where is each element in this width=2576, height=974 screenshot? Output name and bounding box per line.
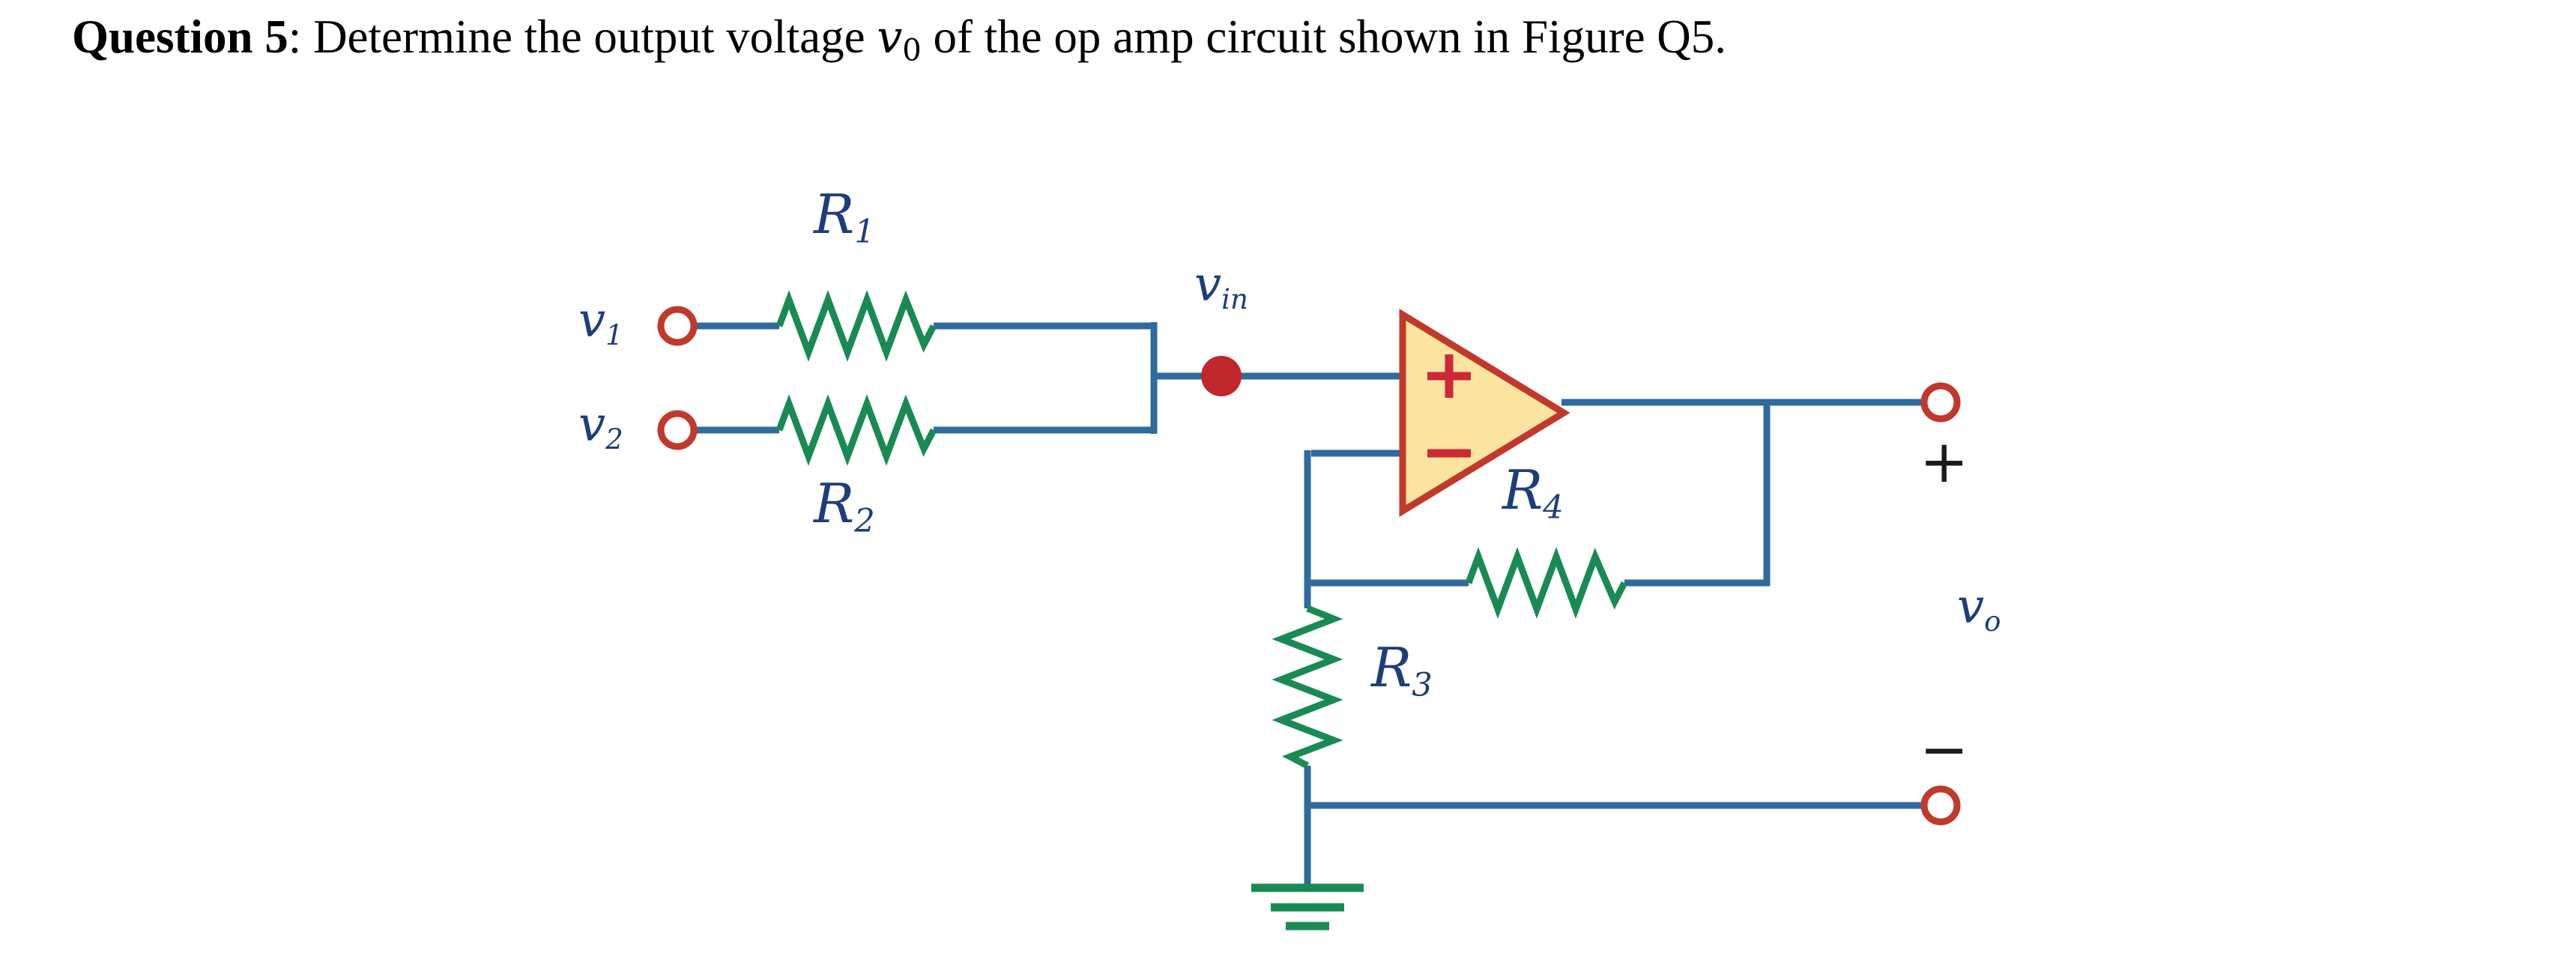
terminal-group (657, 306, 1961, 826)
resistor-R4-zigzag (1465, 547, 1627, 619)
resistor-R3-zigzag (1272, 605, 1343, 769)
output-polarity-plus: + (1920, 429, 1969, 496)
label-R4: R4 (1502, 463, 1564, 524)
output-polarity-minus: − (1920, 716, 1969, 784)
question-text-after-variable: of the op amp circuit shown in Figure Q5… (933, 10, 1727, 63)
opamp-plus-icon (1427, 354, 1471, 398)
label-R3: R3 (1371, 641, 1433, 702)
label-R1: R1 (814, 187, 875, 249)
label-v2-base: v (578, 397, 606, 453)
resistor-R2-zigzag (775, 394, 937, 466)
terminal-v2 (657, 410, 698, 450)
label-R4-subscript: 4 (1543, 488, 1564, 527)
question-separator: : (288, 10, 302, 63)
output-voltage-variable: v0 (877, 11, 922, 68)
resistor-group (775, 290, 1627, 769)
label-R4-base: R (1502, 459, 1544, 521)
label-R1-subscript: 1 (854, 213, 875, 251)
output-voltage-variable-base: v (877, 11, 903, 64)
label-R2: R2 (814, 477, 875, 538)
label-R2-subscript: 2 (854, 502, 875, 540)
label-R1-base: R (814, 183, 855, 246)
label-vin: vin (1194, 261, 1248, 313)
terminal-output-positive (1920, 382, 1961, 423)
wire-group (694, 322, 1924, 888)
label-v2-subscript: 2 (605, 423, 623, 456)
terminal-output-negative (1920, 785, 1961, 826)
label-v2: v2 (578, 401, 623, 453)
summing-node-dot (1201, 356, 1242, 396)
label-vin-subscript: in (1221, 283, 1248, 316)
label-vo-base: v (1957, 579, 1985, 635)
resistor-R1-zigzag (775, 290, 937, 362)
label-v1: v1 (578, 297, 623, 349)
question-text-before-variable: Determine the output voltage (313, 10, 865, 63)
label-v1-base: v (578, 293, 606, 348)
question-heading: Question 5: Determine the output voltage… (72, 10, 1727, 68)
label-vo-subscript: o (1984, 605, 2001, 638)
label-R3-subscript: 3 (1412, 666, 1433, 704)
label-R2-base: R (814, 472, 855, 535)
question-label: Question 5 (72, 10, 288, 63)
label-vo: vo (1957, 583, 2001, 635)
label-v1-subscript: 1 (605, 319, 623, 352)
label-R3-base: R (1371, 636, 1412, 699)
ground-symbol (1251, 883, 1364, 931)
output-voltage-variable-subscript: 0 (902, 33, 922, 68)
operational-amplifier (1399, 308, 1570, 518)
terminal-v1 (657, 306, 698, 346)
opamp-triangle-body (1399, 308, 1570, 518)
label-vin-base: v (1194, 257, 1222, 312)
